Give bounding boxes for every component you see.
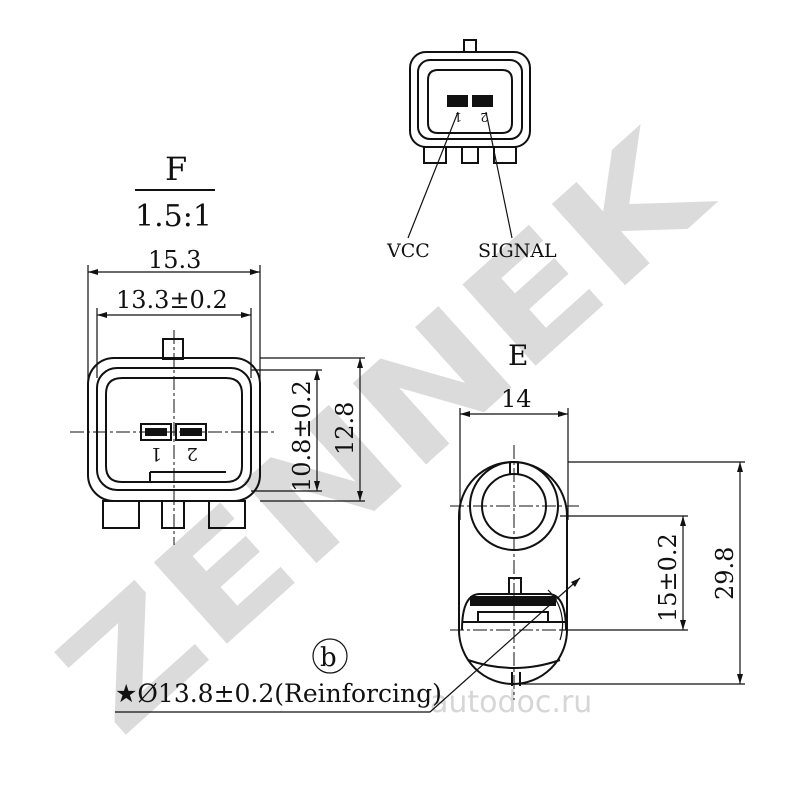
dim-overall-height: 12.8 [331, 402, 359, 455]
connector-latch [162, 338, 184, 360]
pinout-latch [463, 39, 477, 53]
sensor-connector-rib [477, 611, 549, 623]
dim-arrow [737, 462, 743, 472]
dim-arrow [250, 269, 260, 275]
dim-arrow [737, 674, 743, 684]
dim-arrow [357, 358, 363, 368]
dim-arrow [558, 411, 568, 417]
pinout-socket [427, 69, 513, 134]
pinout-view: 1 2 VCC SIGNAL [386, 39, 557, 262]
leader-signal [485, 111, 513, 239]
pinout-pin-2-label: 2 [480, 110, 488, 124]
view-f: F 1.5:1 15.3 13.3±0.2 1 [70, 150, 365, 545]
dim-arrow [314, 370, 320, 380]
dim-arrow [97, 312, 107, 318]
note-marker: b [320, 643, 337, 673]
note-marker-circle [312, 638, 348, 674]
leader-diameter [429, 577, 581, 713]
pinout-pin-1 [447, 95, 468, 107]
pinout-tab-center [461, 146, 479, 164]
pinout-pin-2 [472, 95, 493, 107]
pinout-tab-right [493, 146, 517, 164]
dim-inner-width: 13.3±0.2 [116, 286, 228, 314]
dim-overall-width: 15.3 [148, 246, 201, 274]
leader-vcc [407, 111, 459, 239]
dim-inner-height: 10.8±0.2 [288, 380, 316, 492]
pinout-tab-left [423, 146, 447, 164]
connector-mid-shell [96, 367, 252, 491]
diameter-arc [547, 589, 564, 641]
view-f-title: F [165, 150, 187, 188]
dim-arrow [314, 481, 320, 491]
pin-1-label: 1 [151, 443, 162, 464]
pinout-mid-shell [417, 59, 523, 140]
dim-width: 14 [501, 385, 532, 413]
sensor-connector-band [470, 596, 556, 606]
dim-arrow [357, 491, 363, 501]
sensor-connector-bottom [467, 659, 561, 669]
view-e: E 14 [429, 339, 745, 713]
connector-socket [105, 377, 243, 483]
reinforcing-note: b ★Ø13.8±0.2(Reinforcing) [115, 638, 442, 713]
dim-arrow [241, 312, 251, 318]
dim-arrow [680, 516, 686, 526]
pinout-pin-1-label: 1 [454, 110, 462, 124]
sensor-body [458, 461, 568, 685]
label-signal: SIGNAL [478, 240, 557, 262]
dim-arrow [680, 620, 686, 630]
sensor-latch [508, 577, 522, 595]
view-f-scale: 1.5:1 [135, 199, 212, 234]
view-e-title: E [508, 339, 528, 372]
label-vcc: VCC [386, 240, 430, 262]
connector-tab-right [208, 500, 246, 529]
dim-arrow [460, 411, 470, 417]
watermark-site: autodoc.ru [430, 685, 592, 720]
dim-overall-height: 29.8 [711, 547, 739, 600]
connector-tab-center [161, 500, 185, 529]
note-text: ★Ø13.8±0.2(Reinforcing) [115, 679, 442, 708]
dim-arrow [88, 269, 98, 275]
pin-2-label: 2 [187, 443, 198, 464]
connector-tab-left [102, 500, 140, 529]
dim-partial-height: 15±0.2 [654, 533, 682, 622]
dim-arrow [571, 578, 580, 587]
